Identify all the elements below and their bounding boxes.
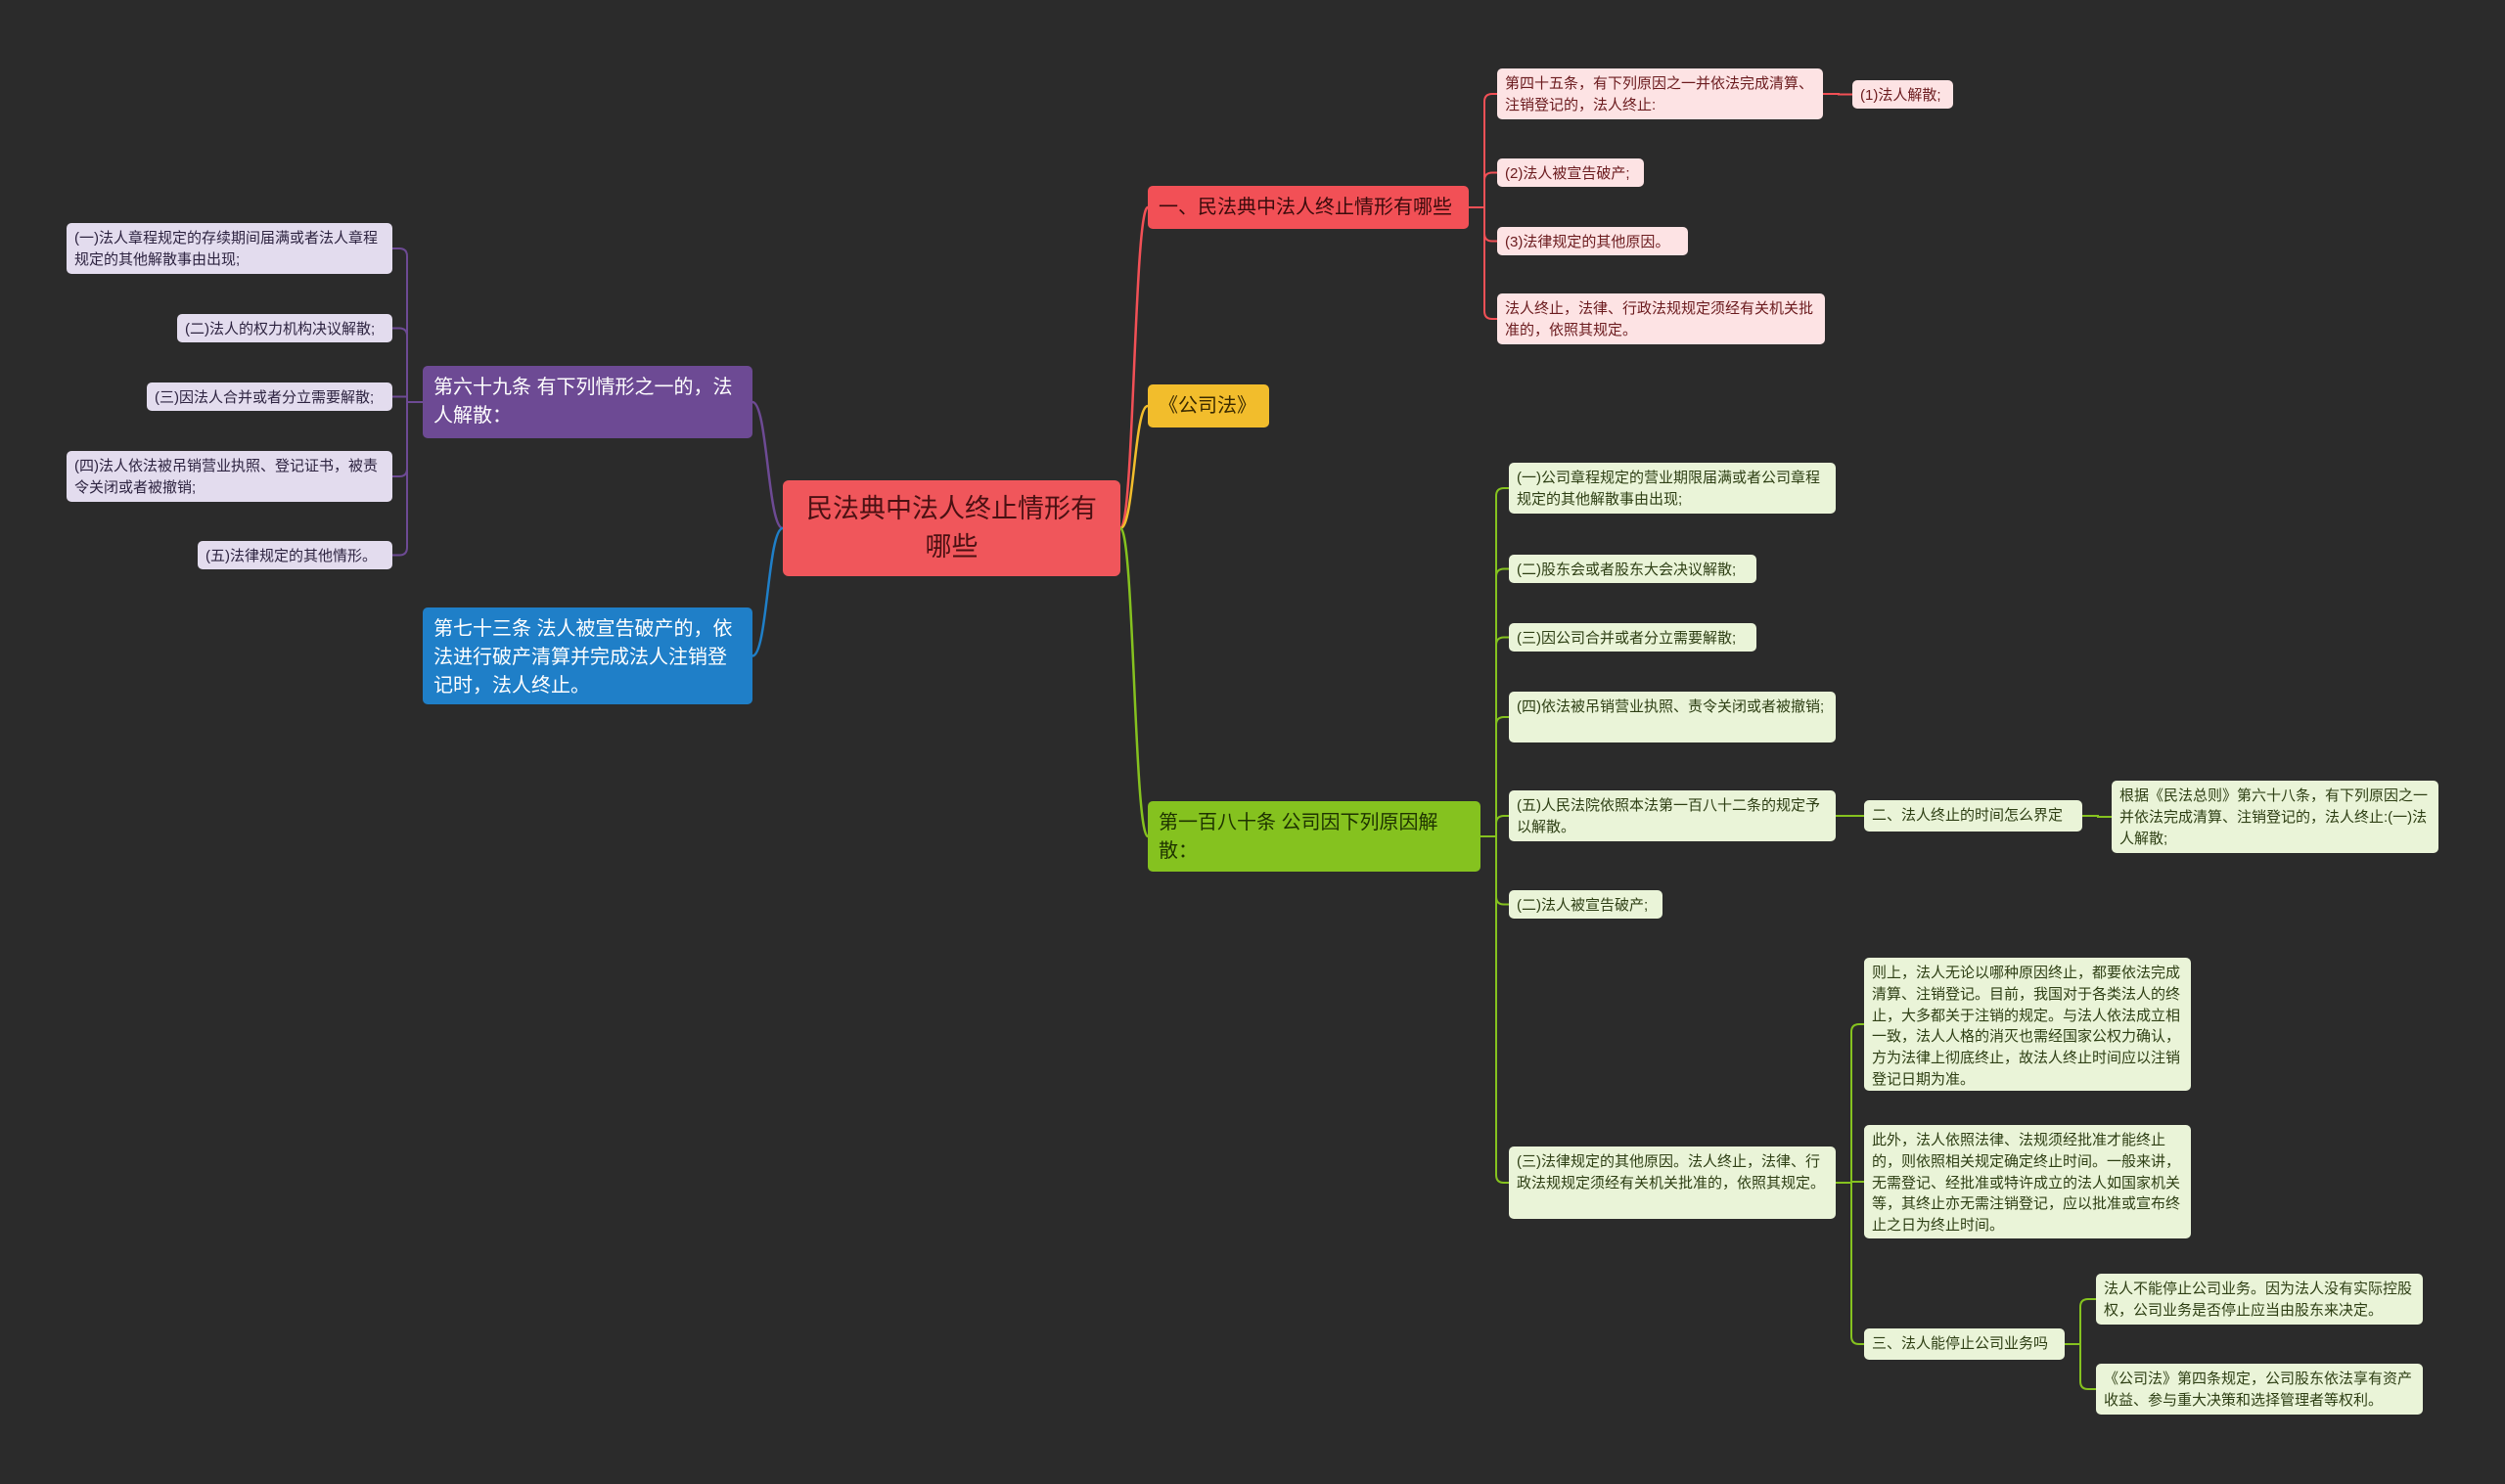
- purple-link-4: [392, 401, 423, 557]
- red-leaf-dissolution[interactable]: (1)法人解散;: [1852, 80, 1953, 109]
- green-link-3: [1480, 716, 1509, 837]
- purple-leaf-authority-resolution[interactable]: (二)法人的权力机构决议解散;: [177, 314, 392, 342]
- green-leaf-other-reasons[interactable]: (三)法律规定的其他原因。法人终止，法律、行政法规规定须经有关机关批准的，依照其…: [1509, 1147, 1836, 1219]
- purple-link-0: [392, 247, 423, 403]
- red-link-3: [1469, 206, 1497, 320]
- green-business-company-law[interactable]: 《公司法》第四条规定，公司股东依法享有资产收益、参与重大决策和选择管理者等权利。: [2096, 1364, 2423, 1415]
- purple-leaf-term-expired[interactable]: (一)法人章程规定的存续期间届满或者法人章程规定的其他解散事由出现;: [67, 223, 392, 274]
- purple-leaf-other[interactable]: (五)法律规定的其他情形。: [198, 541, 392, 569]
- green-sub-termination-time-detail[interactable]: 根据《民法总则》第六十八条，有下列原因之一并依法完成清算、注销登记的，法人终止:…: [2112, 781, 2438, 853]
- green-link-0: [1480, 487, 1509, 837]
- root-link-right-1: [1119, 404, 1149, 530]
- purple-link-1: [392, 327, 423, 403]
- purple-leaf-license-revoked[interactable]: (四)法人依法被吊销营业执照、登记证书，被责令关闭或者被撤销;: [67, 451, 392, 502]
- root-topic[interactable]: 民法典中法人终止情形有哪些: [783, 480, 1120, 576]
- green-leaf-term-expired[interactable]: (一)公司章程规定的营业期限届满或者公司章程规定的其他解散事由出现;: [1509, 463, 1836, 514]
- green-sub-stop-business[interactable]: 三、法人能停止公司业务吗: [1864, 1328, 2065, 1360]
- green-leaf-court-dissolution[interactable]: (五)人民法院依照本法第一百八十二条的规定予以解散。: [1509, 790, 1836, 841]
- green-detail-registration[interactable]: 则上，法人无论以哪种原因终止，都要依法完成清算、注销登记。目前，我国对于各类法人…: [1864, 958, 2191, 1091]
- branch-blue-topic[interactable]: 第七十三条 法人被宣告破产的，依法进行破产清算并完成法人注销登记时，法人终止。: [423, 607, 752, 704]
- root-link-right-0: [1118, 205, 1150, 530]
- branch-red-topic[interactable]: 一、民法典中法人终止情形有哪些: [1148, 186, 1469, 229]
- green-link-1: [1480, 567, 1509, 837]
- green-link-4: [1480, 815, 1509, 837]
- purple-leaf-merger[interactable]: (三)因法人合并或者分立需要解散;: [147, 382, 392, 411]
- root-link-left-0: [752, 400, 784, 530]
- red-sub-link-0: [1823, 93, 1852, 96]
- red-leaf-other-reasons[interactable]: (3)法律规定的其他原因。: [1497, 227, 1688, 255]
- green-leaf-shareholder-resolution[interactable]: (二)股东会或者股东大会决议解散;: [1509, 555, 1756, 583]
- green-business-link-0: [2065, 1298, 2096, 1345]
- green-time-detail-link-0: [2082, 815, 2112, 818]
- red-leaf-bankruptcy[interactable]: (2)法人被宣告破产;: [1497, 158, 1644, 187]
- green-detail-approval[interactable]: 此外，法人依照法律、法规须经批准才能终止的，则依照相关规定确定终止时间。一般来讲…: [1864, 1125, 2191, 1238]
- red-link-0: [1469, 93, 1497, 208]
- red-link-1: [1469, 171, 1497, 208]
- green-leaf-merger[interactable]: (三)因公司合并或者分立需要解散;: [1509, 623, 1756, 652]
- green-link-5: [1480, 835, 1509, 906]
- root-link-left-1: [752, 526, 784, 657]
- green-link-6: [1480, 835, 1509, 1184]
- red-link-2: [1469, 206, 1497, 243]
- green-sub-termination-time[interactable]: 二、法人终止的时间怎么界定: [1864, 800, 2082, 832]
- green-leaf-bankruptcy[interactable]: (二)法人被宣告破产;: [1509, 890, 1662, 919]
- green-detail-link-2: [1836, 1182, 1864, 1345]
- green-leaf-license-revoked[interactable]: (四)依法被吊销营业执照、责令关闭或者被撤销;: [1509, 692, 1836, 742]
- red-leaf-approval[interactable]: 法人终止，法律、行政法规规定须经有关机关批准的，依照其规定。: [1497, 293, 1825, 344]
- branch-yellow-topic[interactable]: 《公司法》: [1148, 384, 1269, 427]
- branch-green-topic[interactable]: 第一百八十条 公司因下列原因解散：: [1148, 801, 1480, 872]
- branch-purple-topic[interactable]: 第六十九条 有下列情形之一的，法人解散：: [423, 366, 752, 438]
- root-link-right-2: [1118, 526, 1150, 838]
- red-leaf-article45[interactable]: 第四十五条，有下列原因之一并依法完成清算、注销登记的，法人终止:: [1497, 68, 1823, 119]
- green-link-2: [1480, 636, 1509, 837]
- green-business-link-1: [2065, 1343, 2096, 1390]
- green-business-control[interactable]: 法人不能停止公司业务。因为法人没有实际控股权，公司业务是否停止应当由股东来决定。: [2096, 1274, 2423, 1325]
- green-detail-link-0: [1836, 1023, 1864, 1184]
